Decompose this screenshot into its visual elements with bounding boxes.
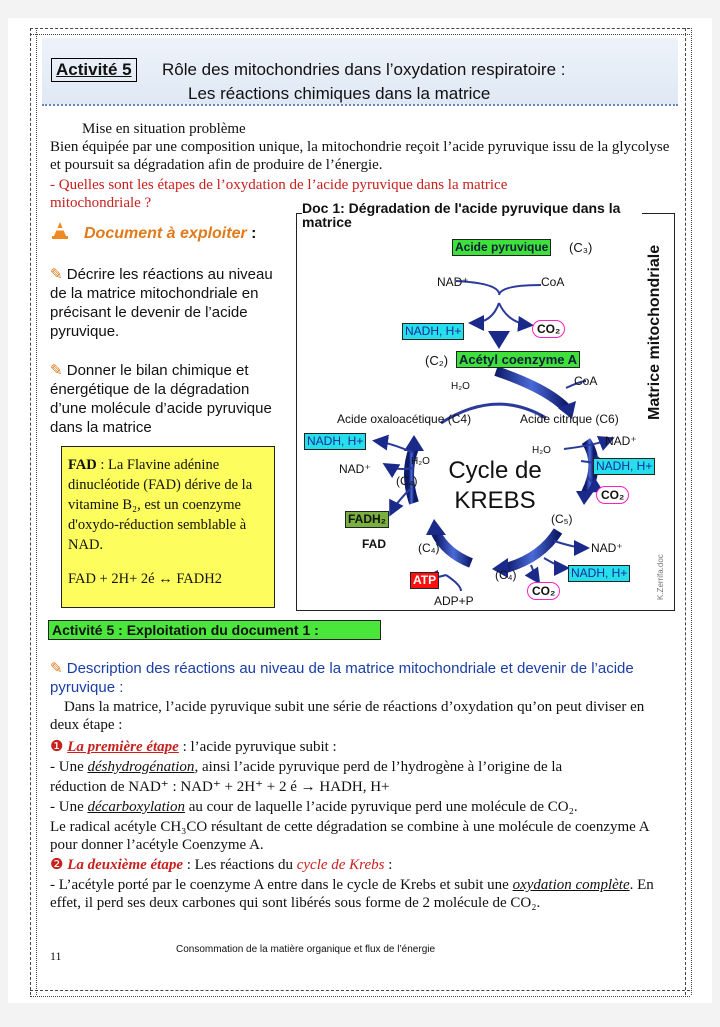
header-banner (42, 38, 678, 106)
header-title-line1: Rôle des mitochondries dans l’oxydation … (162, 60, 566, 79)
coa-label-top: CoA (541, 275, 565, 289)
step-1-acetyl: Le radical acétyle CH₃CO résultant de ce… (50, 819, 649, 853)
step-2-text: - L’acétyle porté par le coenzyme A entr… (50, 877, 654, 911)
h2o-label-3: H₂O (411, 456, 430, 467)
nad-label-left: NAD⁺ (339, 462, 371, 476)
intro-paragraph: Bien équipée par une composition unique,… (50, 139, 670, 173)
step-1-dehydro: - Une déshydrogénation, ainsi l’acide py… (50, 759, 563, 775)
diagram-title: Doc 1: Dégradation de l'acide pyruvique … (302, 201, 642, 229)
coa-label-2: CoA (574, 374, 598, 388)
fad-info-box (61, 446, 275, 608)
pencil-icon: ✎ (50, 266, 67, 283)
fad-definition: FAD : La Flavine adénine dinucléotide (F… (68, 457, 253, 553)
step-1: ❶ La première étape : l’acide pyruvique … (50, 739, 337, 755)
nad-label-right: NAD⁺ (605, 434, 637, 448)
c5-label: (C₅) (551, 512, 573, 526)
acetyl-coa-tag: Acétyl coenzyme A (456, 351, 581, 368)
footer-text: Consommation de la matière organique et … (176, 944, 436, 955)
nadh-tag-2: NADH, H+ (304, 433, 367, 450)
pencil-icon: ✎ (50, 660, 67, 677)
fad-equation: FAD + 2H+ 2é ↔ FADH2 (68, 571, 222, 587)
oxaloacetic-label: Acide oxaloacétique (C4) (337, 412, 472, 426)
right-border (685, 28, 692, 995)
h2o-label-1: H₂O (451, 381, 470, 392)
bullet-1-icon: ❶ (50, 739, 68, 755)
task-2: ✎ Donner le bilan chimique et énergétiqu… (50, 362, 272, 436)
step-1-decarbox: - Une décarboxylation au cour de laquell… (50, 799, 578, 815)
atp-tag: ATP (410, 572, 440, 589)
adp-label: ADP+P (434, 594, 474, 608)
krebs-arrows (372, 255, 615, 592)
step-1-reaction: réduction de NAD⁺ : NAD⁺ + 2H⁺ + 2 é → H… (50, 779, 390, 795)
c2-label: (C₂) (425, 353, 449, 368)
step-2: ❷ La deuxième étape : Les réactions du c… (50, 857, 393, 873)
activity-badge: Activité 5 (51, 58, 137, 82)
para-1: Dans la matrice, l’acide pyruvique subit… (50, 699, 645, 733)
fadh2-tag: FADH₂ (345, 511, 389, 528)
pencil-icon: ✎ (50, 362, 67, 379)
citric-label: Acide citrique (C6) (520, 412, 619, 426)
credit-label: K.Zerrifa.doc (656, 554, 665, 600)
top-border (30, 28, 690, 35)
pyruvic-acid-tag: Acide pyruvique (452, 239, 552, 256)
c4-label-left: (C₄) (396, 474, 418, 488)
left-border (30, 28, 37, 995)
description-heading: ✎ Description des réactions au niveau de… (50, 660, 634, 696)
task-1: ✎ Décrire les réactions au niveau de la … (50, 266, 273, 340)
nadh-tag-3: NADH, H+ (593, 458, 656, 475)
c3-label: (C₃) (569, 240, 593, 255)
doc-heading: Document à exploiter : (84, 225, 257, 242)
nadh-tag-1: NADH, H+ (402, 323, 465, 340)
traffic-cone-icon (50, 220, 70, 240)
page-number: 11 (50, 949, 62, 963)
co2-bubble-3: CO₂ (527, 582, 561, 600)
krebs-diagram (296, 213, 675, 611)
bullet-2-icon: ❷ (50, 857, 68, 873)
nadh-tag-4: NADH, H+ (568, 565, 631, 582)
nad-label-bottom: NAD⁺ (591, 541, 623, 555)
co2-bubble-1: CO₂ (532, 320, 566, 338)
c4-label-bottom-left: (C₄) (418, 541, 440, 555)
situation-heading: Mise en situation problème (82, 121, 246, 137)
intro-question: - Quelles sont les étapes de l’oxydation… (50, 177, 508, 211)
fad-label: FAD (362, 537, 386, 551)
exploitation-bar: Activité 5 : Exploitation du document 1 … (48, 620, 381, 640)
nad-label-top: NAD⁺ (437, 275, 469, 289)
header-title-line2: Les réactions chimiques dans la matrice (188, 84, 491, 103)
c4-label-bottom: (C₄) (495, 568, 517, 582)
co2-bubble-2: CO₂ (596, 486, 630, 504)
h2o-label-2: H₂O (532, 445, 551, 456)
bottom-border (30, 990, 690, 997)
